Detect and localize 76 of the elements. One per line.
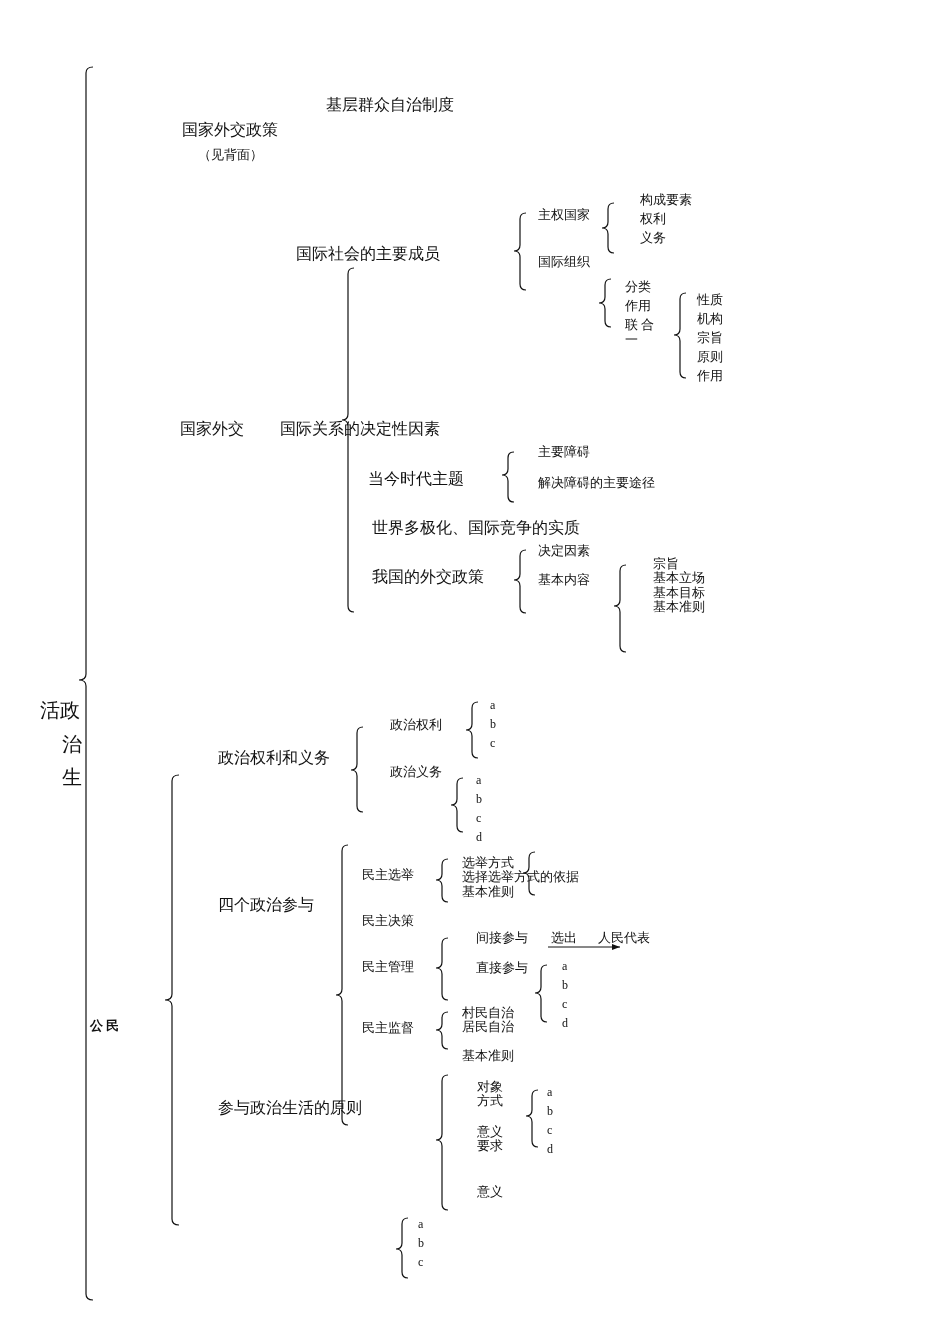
topic-label: 民主选举 (362, 868, 414, 882)
topic-label: 构成要素 (640, 193, 692, 207)
topic-label: 机构 (697, 312, 723, 326)
arrow (547, 944, 621, 950)
topic-label: 决定因素 (538, 544, 590, 558)
topic-label: 选出 (551, 931, 577, 945)
item-letter: b (418, 1237, 424, 1250)
item-letter: b (562, 979, 568, 992)
topic-label: 国家外交 (180, 421, 244, 438)
topic-label: 基本内容 (538, 573, 590, 587)
item-letter: a (490, 699, 496, 712)
topic-label: （见背面） (198, 148, 263, 162)
item-letter: b (490, 718, 496, 731)
topic-label: 世界多极化、国际竞争的实质 (372, 520, 580, 537)
topic-label: 基本准则 (462, 885, 514, 899)
topic-label: 原则 (697, 350, 723, 364)
topic-label: 选择选举方式的依据 (462, 870, 579, 884)
topic-label: 基本目标 (653, 586, 705, 600)
item-letter: c (490, 737, 496, 750)
item-letter: b (476, 793, 482, 806)
topic-label: 民主决策 (362, 914, 414, 928)
topic-label: 当今时代主题 (368, 471, 464, 488)
topic-label: 宗旨 (653, 557, 679, 571)
item-letter: c (476, 812, 482, 825)
topic-label: 国际组织 (538, 255, 590, 269)
topic-label: 政治权利 (390, 718, 442, 732)
topic-label: 要求 (477, 1139, 503, 1153)
item-letter: c (562, 998, 568, 1011)
topic-label: 治 (62, 734, 82, 755)
topic-label: 方式 (477, 1094, 503, 1108)
topic-label: 义务 (640, 231, 666, 245)
topic-label: 国家外交政策 (182, 122, 278, 139)
topic-label: 联 合 (625, 318, 655, 332)
item-letter: d (476, 831, 482, 844)
topic-label: 民主管理 (362, 960, 414, 974)
topic-label: 作用 (625, 299, 651, 313)
topic-label: 宗旨 (697, 331, 723, 345)
topic-label: 间接参与 (476, 931, 528, 945)
topic-label: 解决障碍的主要途径 (538, 476, 655, 490)
item-letter: c (418, 1256, 424, 1269)
topic-label: 基层群众自治制度 (326, 97, 454, 114)
topic-label: 基本准则 (462, 1049, 514, 1063)
topic-label: 居民自治 (462, 1020, 514, 1034)
topic-label: 主权国家 (538, 208, 590, 222)
topic-label: 政治义务 (390, 765, 442, 779)
topic-label: 分类 (625, 280, 651, 294)
topic-label: 意义 (477, 1125, 503, 1139)
topic-label: 国际社会的主要成员 (296, 246, 440, 263)
topic-label: 民主监督 (362, 1021, 414, 1035)
item-letter: a (418, 1218, 424, 1231)
topic-label: 政治权利和义务 (218, 750, 330, 767)
topic-label: 活政 (40, 700, 80, 721)
topic-label: 基本立场 (653, 571, 705, 585)
topic-label: 村民自治 (462, 1006, 514, 1020)
item-letter: a (562, 960, 568, 973)
topic-label: 我国的外交政策 (372, 569, 484, 586)
item-letter: d (562, 1017, 568, 1030)
topic-label: 意义 (477, 1185, 503, 1199)
item-letter: a (547, 1086, 553, 1099)
item-letter: a (476, 774, 482, 787)
topic-label: 人民代表 (598, 931, 650, 945)
item-letter: c (547, 1124, 553, 1137)
topic-label: 权利 (640, 212, 666, 226)
topic-label: 性质 (697, 293, 723, 307)
item-letter: d (547, 1143, 553, 1156)
topic-label: 主要障碍 (538, 445, 590, 459)
topic-label: 生 (62, 767, 82, 788)
topic-label: 直接参与 (476, 961, 528, 975)
topic-label: 作用 (697, 369, 723, 383)
topic-label: 基本准则 (653, 600, 705, 614)
topic-label: 对象 (477, 1080, 503, 1094)
topic-label: 公 民 (90, 1019, 120, 1033)
topic-label: 四个政治参与 (218, 897, 314, 914)
topic-label: 一 (625, 333, 638, 347)
item-letter: b (547, 1105, 553, 1118)
topic-label: 选举方式 (462, 856, 514, 870)
